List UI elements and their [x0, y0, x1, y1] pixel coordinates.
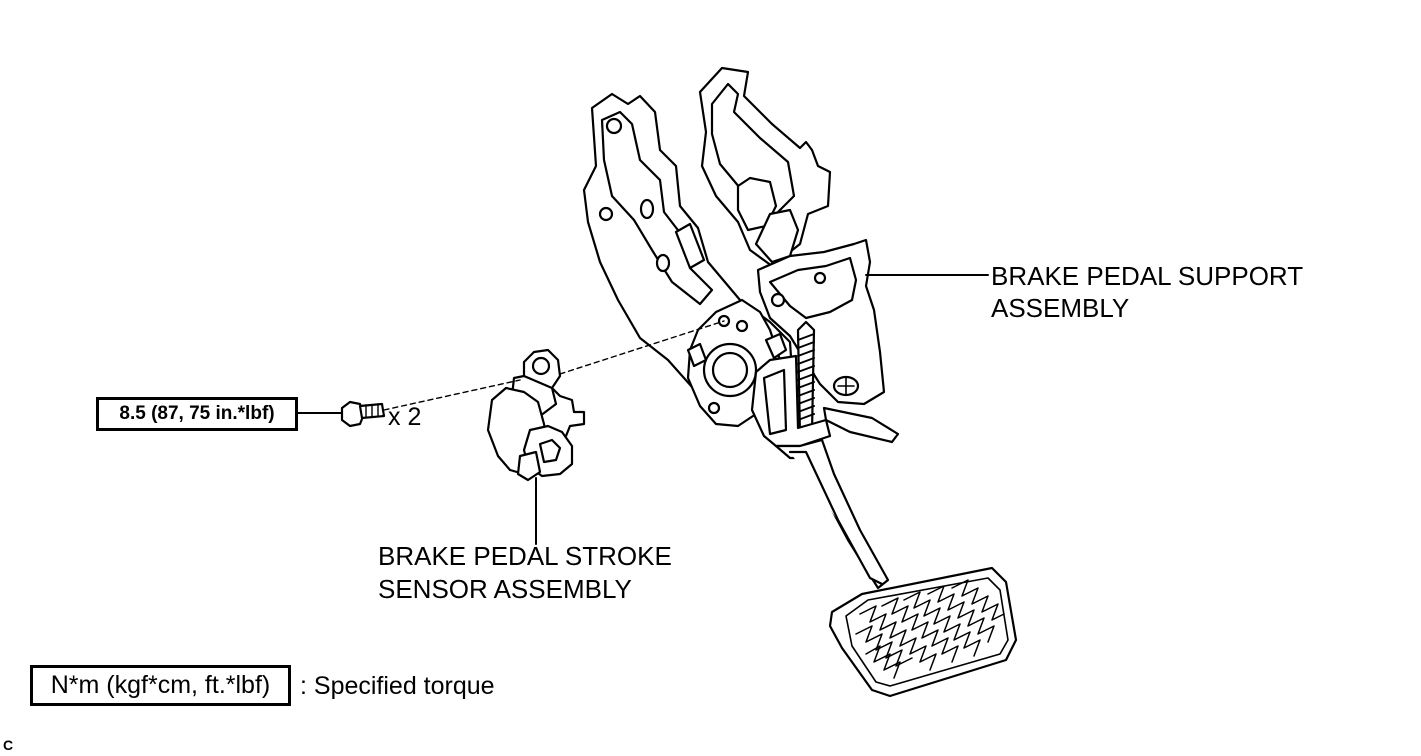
torque-legend-box: N*m (kgf*cm, ft.*lbf)	[30, 665, 291, 706]
support-assembly-label-line1: BRAKE PEDAL SUPPORT	[991, 261, 1304, 291]
bolt	[340, 400, 386, 428]
support-side-bracket	[756, 238, 900, 444]
torque-legend-text: : Specified torque	[300, 672, 495, 700]
stroke-sensor	[486, 348, 586, 482]
support-bracket-right	[698, 66, 832, 268]
torque-spec-box: 8.5 (87, 75 in.*lbf)	[96, 397, 298, 431]
installation-line	[383, 320, 725, 411]
support-assembly-label-line2: ASSEMBLY	[991, 293, 1130, 323]
brake-pedal-arm	[774, 438, 890, 590]
brake-pedal-pad	[828, 566, 1018, 698]
pedal-pivot-housing	[750, 354, 832, 448]
return-spring	[796, 320, 816, 438]
bolt-quantity: x 2	[388, 403, 422, 431]
corner-code: C	[3, 737, 14, 753]
pedal-pad-tread	[855, 579, 1005, 679]
sensor-assembly-label-line2: SENSOR ASSEMBLY	[378, 574, 632, 604]
sensor-assembly-label-line1: BRAKE PEDAL STROKE	[378, 541, 672, 571]
